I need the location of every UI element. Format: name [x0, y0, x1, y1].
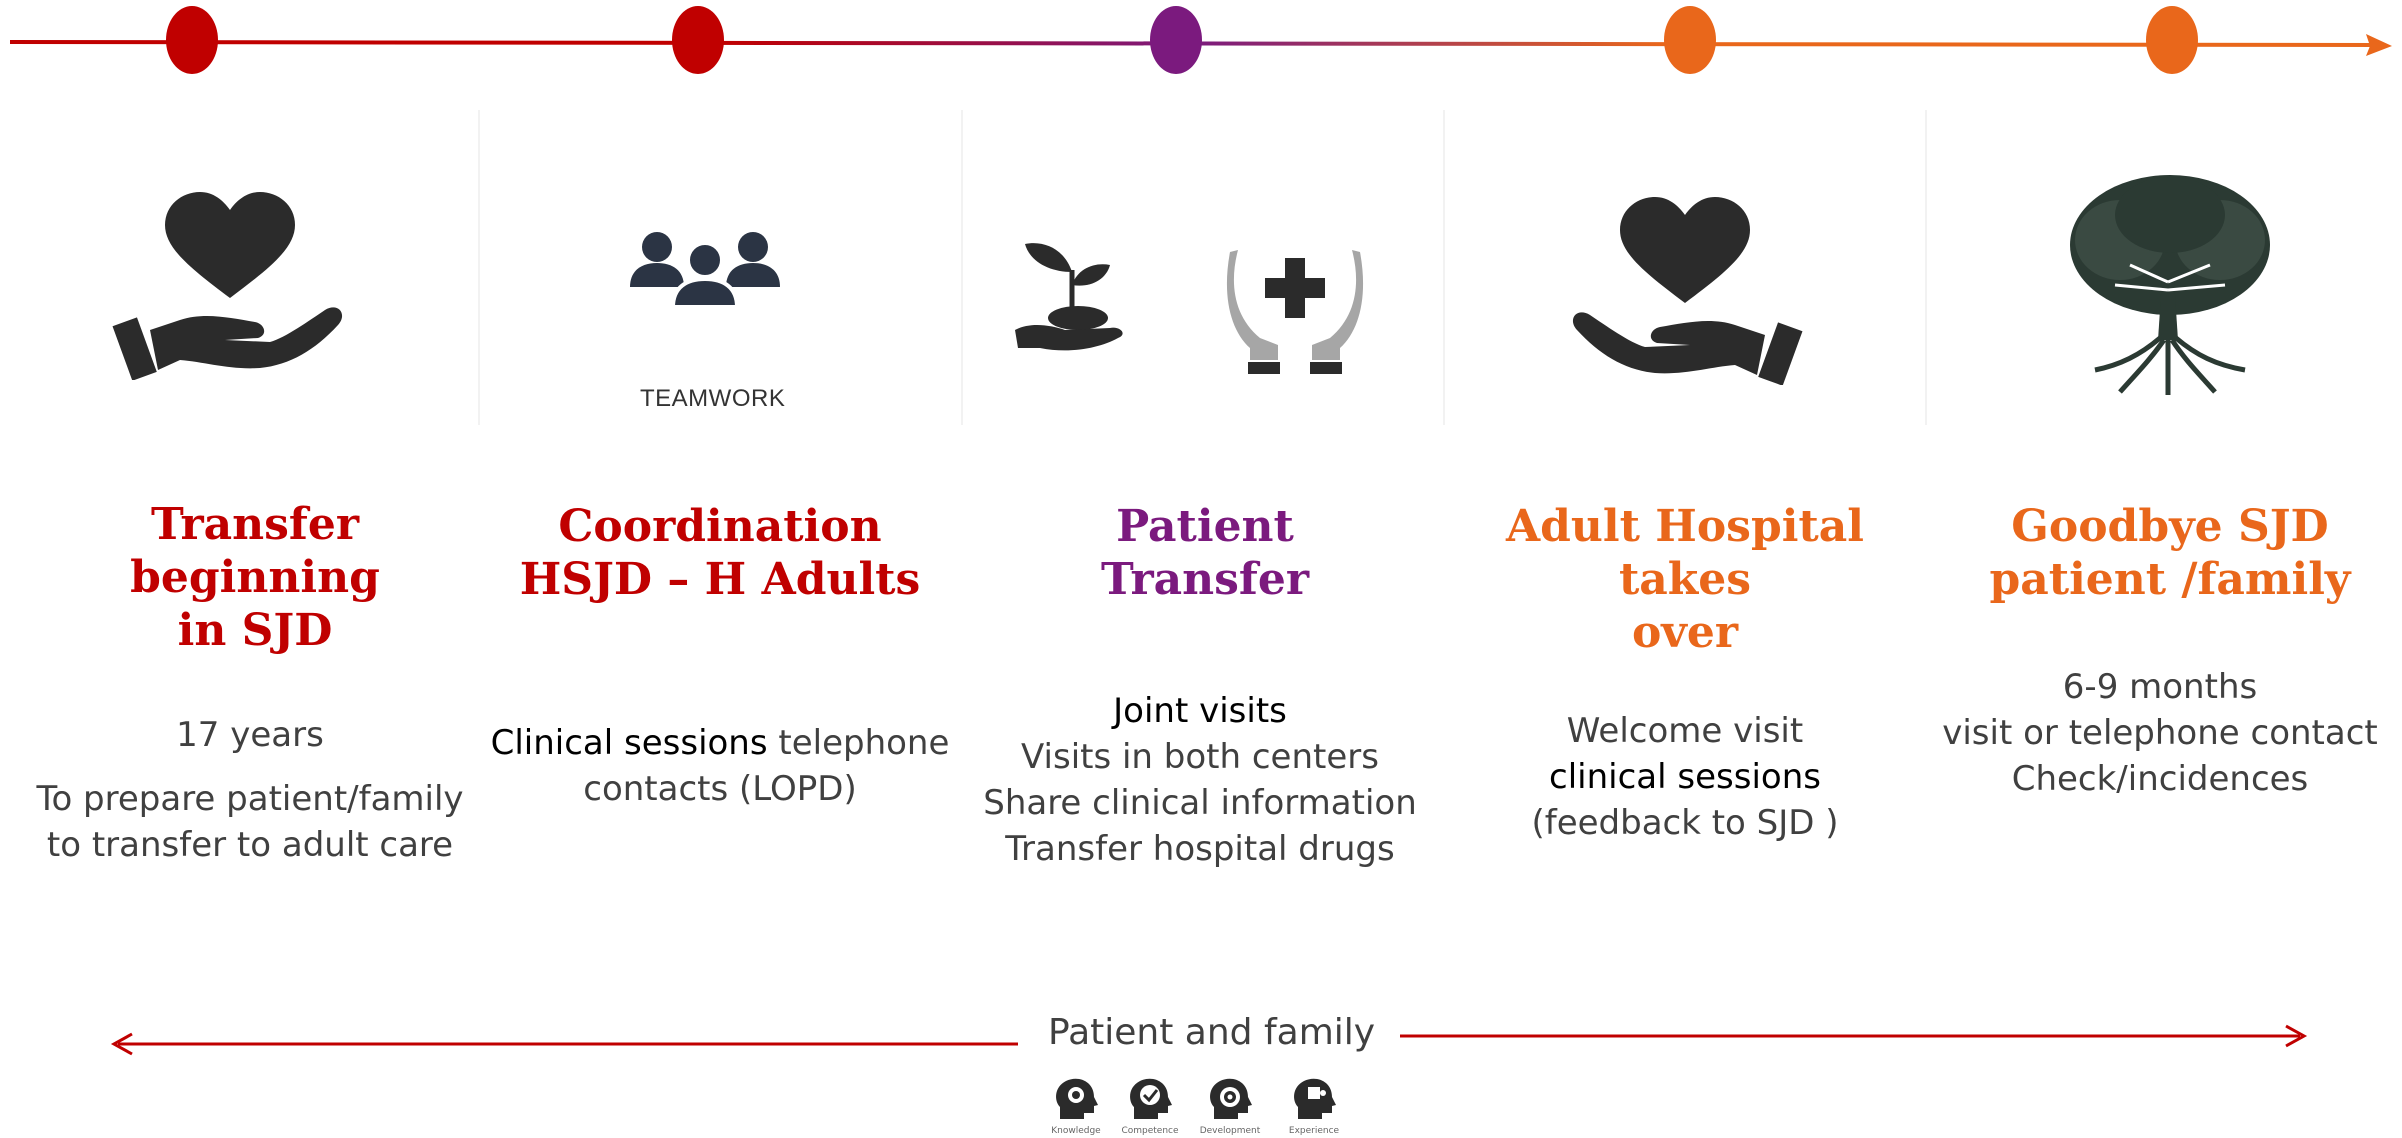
desc-line: Visits in both centers [1021, 737, 1379, 777]
timeline-milestone-dot [672, 6, 724, 74]
stage-title-goodbye: Goodbye SJD patient /family [1989, 501, 2351, 605]
desc-line: visit or telephone contact [1942, 713, 2378, 753]
stage-title-coordination: Coordination HSJD – H Adults [519, 501, 921, 605]
desc-line: 17 years [176, 715, 324, 755]
mini-caption: Competence [1121, 1126, 1179, 1136]
hands-medical-cross-icon [1215, 215, 1375, 385]
heart-in-hand-icon [1540, 160, 1830, 410]
desc-rest: telephone [767, 723, 950, 763]
timeline-milestone-dot [166, 6, 218, 74]
mini-caption: Development [1199, 1126, 1261, 1136]
desc-line: Welcome visit [1566, 711, 1804, 751]
stage-desc-adult-hospital: Welcome visit clinical sessions (feedbac… [1445, 708, 1925, 846]
desc-line: Check/incidences [2011, 759, 2309, 799]
patient-and-family-label: Patient and family [1048, 1012, 1376, 1053]
mini-caption: Experience [1288, 1126, 1340, 1136]
stage-title-patient-transfer: Patient Transfer [1100, 501, 1310, 605]
timeline [9, 6, 2392, 74]
desc-strong: Clinical sessions [490, 723, 768, 763]
patient-family-arrow [110, 1024, 2308, 1056]
stage-desc-coordination: Clinical sessions telephone contacts (LO… [490, 720, 950, 812]
sprout-in-hand-icon [1005, 225, 1135, 365]
desc-strong: clinical sessions [1549, 757, 1821, 797]
teamwork-icon [610, 220, 800, 320]
mini-caption: Knowledge [1051, 1126, 1101, 1136]
stage-desc-patient-transfer: Joint visits Visits in both centers Shar… [960, 688, 1440, 872]
left-arrowhead [110, 1032, 133, 1056]
desc-line: Share clinical information [983, 783, 1417, 823]
timeline-milestone-dot [1664, 6, 1716, 74]
desc-line: 6-9 months [2062, 667, 2258, 707]
stage-desc-transfer-beginning: 17 years To prepare patient/family to tr… [20, 712, 480, 868]
timeline-milestone-dot [2146, 6, 2198, 74]
desc-line: To prepare patient/family [36, 779, 464, 819]
tree-of-life-icon [2050, 165, 2290, 405]
stage-title-adult-hospital: Adult Hospital takes over [1506, 501, 1864, 658]
timeline-milestone-dot [1150, 6, 1202, 74]
desc-line: (feedback to SJD ) [1531, 803, 1839, 843]
desc-line: Transfer hospital drugs [1005, 829, 1395, 869]
column-divider [1925, 110, 1927, 425]
timeline-arrowhead [2366, 34, 2392, 56]
right-arrowhead [2285, 1024, 2308, 1048]
stage-desc-goodbye: 6-9 months visit or telephone contact Ch… [1930, 664, 2390, 802]
column-divider [961, 110, 963, 425]
desc-line: contacts (LOPD) [583, 769, 857, 809]
desc-strong: Joint visits [1113, 691, 1287, 731]
teamwork-label: TEAMWORK [640, 385, 786, 412]
stage-title-transfer-beginning: Transfer beginning in SJD [130, 499, 380, 656]
desc-line: to transfer to adult care [46, 825, 454, 865]
column-divider [478, 110, 480, 425]
heart-in-hand-icon [85, 145, 375, 415]
column-divider [1443, 110, 1445, 425]
